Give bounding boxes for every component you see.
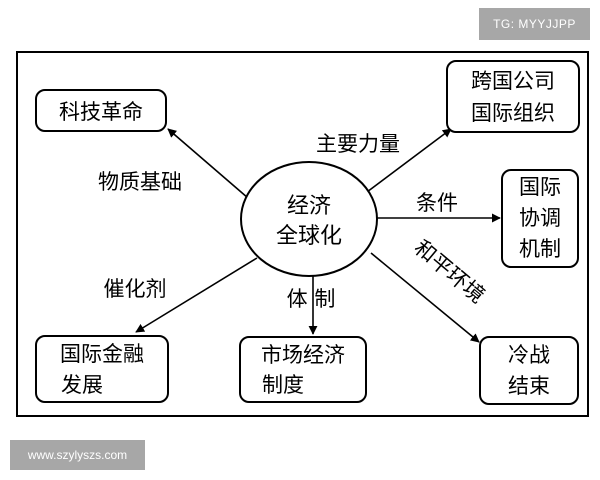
- node-coldwar-line1: 冷战: [508, 343, 550, 367]
- arrow-to-org: [366, 128, 452, 193]
- node-org-box: [446, 60, 580, 133]
- node-tech-label: 科技革命: [59, 100, 143, 124]
- arrow-to-tech: [167, 128, 249, 199]
- node-market-line2: 制度: [262, 373, 304, 397]
- watermark-top: TG: MYYJJPP: [479, 8, 590, 40]
- edge-label-force: 主要力量: [316, 132, 400, 156]
- watermark-bottom: www.szylyszs.com: [10, 440, 145, 470]
- center-line1: 经济: [287, 194, 331, 219]
- node-org-line2: 国际组织: [471, 101, 555, 125]
- arrow-to-coldwar: [370, 252, 480, 343]
- node-coop-line1: 国际: [519, 175, 561, 199]
- node-finance-line2: 发展: [61, 373, 103, 397]
- edge-label-material: 物质基础: [98, 170, 182, 194]
- outer-frame: [16, 51, 589, 417]
- node-market-box: [239, 336, 367, 403]
- node-tech-box: [35, 89, 167, 132]
- node-coop-box: [501, 169, 579, 268]
- edge-label-peace: 和平环境: [410, 235, 490, 307]
- node-coldwar-box: [479, 336, 579, 405]
- node-market-line1: 市场经济: [261, 343, 345, 367]
- node-coop-line2: 协调: [519, 206, 561, 230]
- node-org-line1: 跨国公司: [471, 69, 555, 93]
- edge-label-condition: 条件: [416, 191, 458, 215]
- edge-label-system: 体 制: [287, 287, 336, 311]
- center-line2: 全球化: [276, 224, 342, 249]
- arrow-to-finance: [135, 257, 258, 333]
- node-finance-box: [35, 335, 169, 403]
- node-finance-line1: 国际金融: [60, 342, 144, 366]
- node-coop-line3: 机制: [519, 237, 561, 261]
- center-ellipse: [240, 161, 378, 277]
- node-coldwar-line2: 结束: [508, 374, 550, 398]
- edge-label-catalyst: 催化剂: [104, 277, 167, 301]
